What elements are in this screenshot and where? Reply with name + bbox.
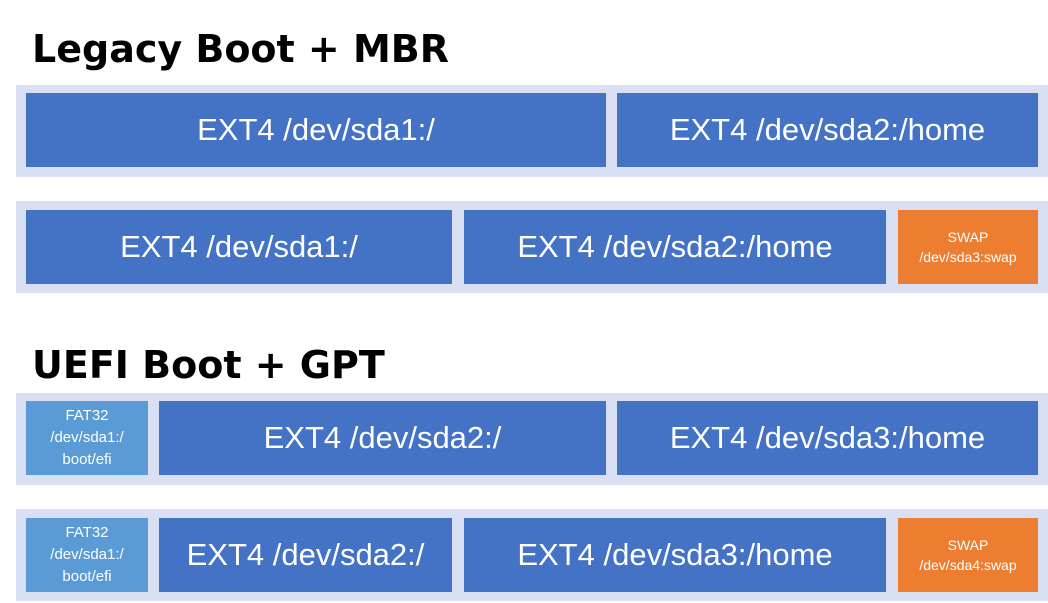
section-title-legacy: Legacy Boot + MBR [32,27,450,71]
partition-path: /dev/sda4:swap [919,557,1017,573]
partition-layout-gpt-1: FAT32 /dev/sda1:/ boot/efi EXT4 /dev/sda… [16,393,1048,485]
partition-ext4-root: EXT4 /dev/sda2:/ [159,401,606,475]
partition-label: EXT4 /dev/sda2:/ [186,537,425,572]
partition-path: /dev/sda1:/ [50,546,124,563]
partition-swap: SWAP /dev/sda3:swap [898,210,1038,284]
partition-label: EXT4 /dev/sda2:/home [669,112,986,147]
partition-label: FAT32 [65,407,109,424]
partition-swap: SWAP /dev/sda4:swap [898,518,1038,592]
partition-label: EXT4 /dev/sda2:/home [517,229,833,264]
partition-label: EXT4 /dev/sda2:/ [263,420,502,455]
partition-mount: boot/efi [62,451,112,468]
partition-ext4-home: EXT4 /dev/sda3:/home [617,401,1038,475]
partition-ext4-home: EXT4 /dev/sda2:/home [464,210,886,284]
partition-label: EXT4 /dev/sda3:/home [517,537,833,572]
partition-mount: boot/efi [62,568,112,585]
partition-label: FAT32 [65,524,109,541]
partition-path: /dev/sda3:swap [919,249,1017,265]
partition-fat32-efi: FAT32 /dev/sda1:/ boot/efi [26,518,148,592]
partition-ext4-root: EXT4 /dev/sda1:/ [26,210,452,284]
partition-ext4-root: EXT4 /dev/sda2:/ [159,518,452,592]
partition-layout-gpt-2: FAT32 /dev/sda1:/ boot/efi EXT4 /dev/sda… [16,509,1048,601]
partition-layout-mbr-1: EXT4 /dev/sda1:/ EXT4 /dev/sda2:/home [16,85,1048,177]
section-title-uefi: UEFI Boot + GPT [32,343,385,387]
partition-label: EXT4 /dev/sda1:/ [120,229,358,264]
partition-label: SWAP [947,537,989,553]
partition-fat32-efi: FAT32 /dev/sda1:/ boot/efi [26,401,148,475]
partition-layout-mbr-2: EXT4 /dev/sda1:/ EXT4 /dev/sda2:/home SW… [16,201,1048,293]
partition-path: /dev/sda1:/ [50,429,124,446]
partition-label: EXT4 /dev/sda1:/ [197,112,435,147]
partition-label: SWAP [947,229,989,245]
partition-ext4-home: EXT4 /dev/sda3:/home [464,518,886,592]
partition-ext4-home: EXT4 /dev/sda2:/home [617,93,1038,167]
partition-label: EXT4 /dev/sda3:/home [669,420,986,455]
partition-ext4-root: EXT4 /dev/sda1:/ [26,93,606,167]
